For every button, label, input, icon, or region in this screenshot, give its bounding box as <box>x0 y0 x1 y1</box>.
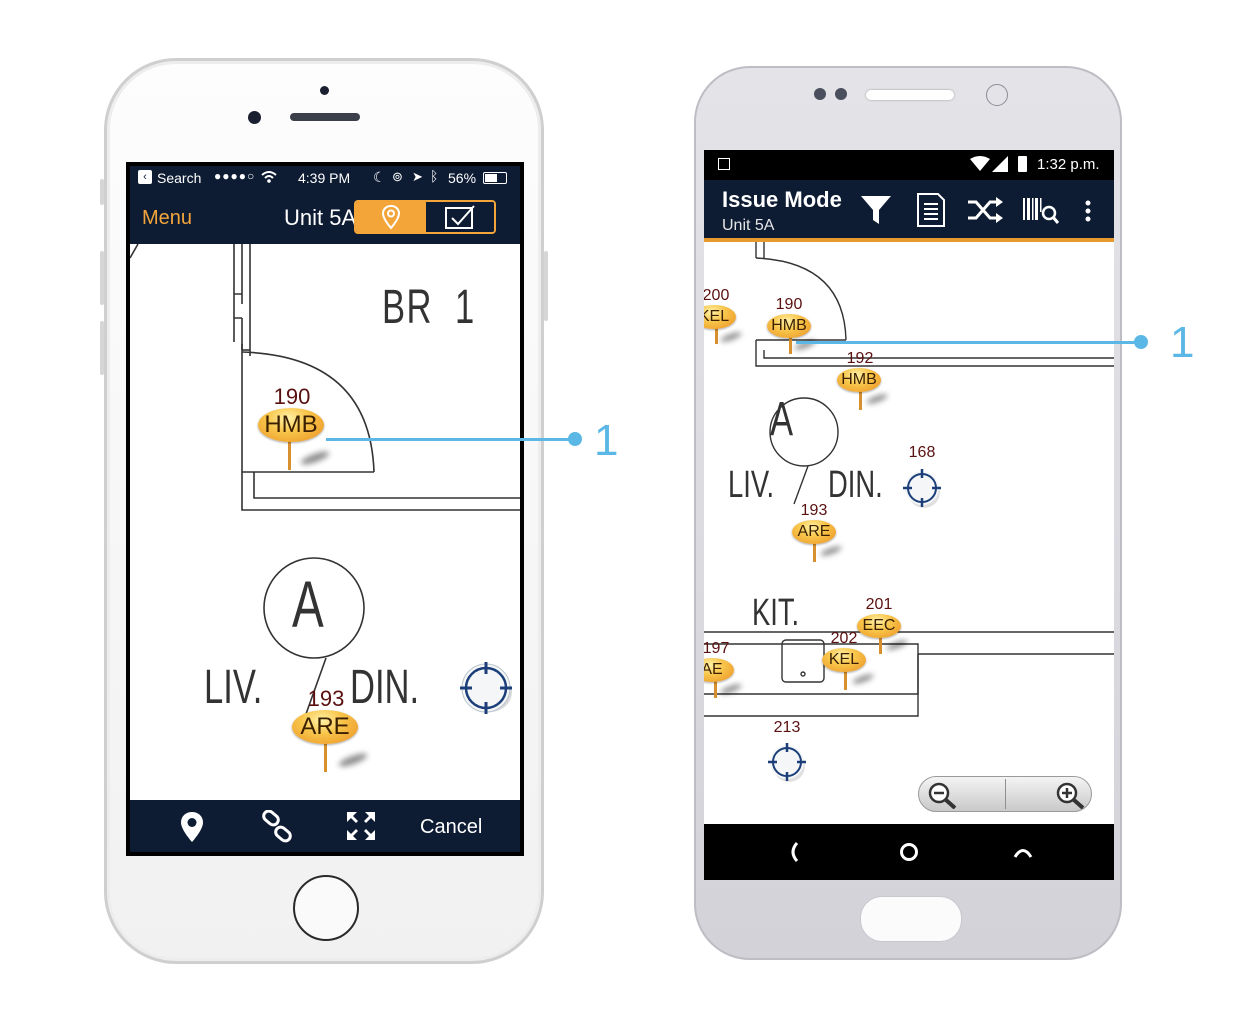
moon-icon: ☾ <box>373 169 386 185</box>
callout-line <box>796 341 1142 344</box>
status-time: 1:32 p.m. <box>1037 156 1100 173</box>
ios-bottom-toolbar: Cancel <box>130 800 520 852</box>
pin-number: 193 <box>307 686 345 711</box>
android-home-button[interactable] <box>860 896 962 942</box>
app-subtitle: Unit 5A <box>722 217 775 234</box>
back-chevron-icon[interactable]: ‹ <box>138 170 152 184</box>
android-speaker <box>866 90 954 100</box>
mode-segmented-control <box>354 200 496 234</box>
status-back-label[interactable]: Search <box>157 170 202 186</box>
android-sensor-left <box>814 88 826 100</box>
pin-code: HMB <box>837 368 881 392</box>
menu-button[interactable]: Menu <box>142 207 193 229</box>
pin-number: 190 <box>273 384 311 409</box>
pin-code: KEL <box>704 305 736 329</box>
cancel-button[interactable]: Cancel <box>420 816 483 838</box>
filter-icon[interactable] <box>860 194 892 226</box>
recent-apps-icon[interactable] <box>1012 844 1034 860</box>
pin-code: ARE <box>792 520 836 544</box>
pin-number: 192 <box>846 350 874 367</box>
zoom-in-icon[interactable] <box>1053 781 1089 809</box>
iphone-front-camera <box>248 111 261 124</box>
android-floor-plan-map[interactable]: A LIV. DIN. KIT. 200 KEL 190 HMB 192 HMB… <box>704 242 1114 824</box>
android-floor-plan-drawing <box>704 242 1114 717</box>
crosshair-target-icon[interactable] <box>765 740 809 784</box>
home-icon[interactable] <box>898 841 920 863</box>
iphone-speaker <box>290 113 360 121</box>
pin-code: HMB <box>767 314 811 338</box>
android-front-camera <box>986 84 1008 106</box>
android-status-bar: 1:32 p.m. <box>704 150 1114 180</box>
overflow-menu-icon[interactable] <box>1084 200 1092 222</box>
android-nav-bar <box>704 824 1114 880</box>
drop-pin-icon[interactable] <box>180 811 204 843</box>
pin-code: KEL <box>822 648 866 672</box>
image-notification-icon <box>718 158 730 170</box>
battery-icon <box>483 172 507 184</box>
pin-number: 201 <box>865 596 893 613</box>
room-label-kit: KIT. <box>752 592 800 634</box>
battery-icon <box>1018 156 1027 172</box>
pin-code: EEC <box>857 614 901 638</box>
zoom-out-icon[interactable] <box>925 781 961 809</box>
rotation-lock-icon: ⊚ <box>392 169 403 184</box>
cell-signal-icon <box>992 156 1008 172</box>
room-label-din: DIN. <box>350 661 420 714</box>
pin-code: ARE <box>292 710 358 744</box>
pin-number: 200 <box>704 287 730 304</box>
ios-status-bar: ‹ Search ●●●●○ 4:39 PM ☾ ⊚ ➤ ᛒ 56% <box>130 166 520 192</box>
callout-line <box>326 438 574 441</box>
power-button <box>544 251 548 321</box>
android-sensor-right <box>835 88 847 100</box>
ios-floor-plan-map[interactable]: BR 1 A LIV. DIN. 190 HMB 193 ARE <box>130 244 520 800</box>
volume-up-button <box>100 251 104 305</box>
target-number: 168 <box>908 444 936 461</box>
volume-down-button <box>100 321 104 375</box>
crosshair-target-icon[interactable] <box>900 466 944 510</box>
segment-checklist-mode[interactable] <box>426 202 494 232</box>
room-label-liv: LIV. <box>204 661 263 714</box>
mute-switch <box>100 179 104 205</box>
pin-number: 193 <box>800 502 828 519</box>
expand-arrows-icon[interactable] <box>345 810 377 842</box>
shuffle-icon[interactable] <box>966 196 1004 224</box>
segment-pin-mode[interactable] <box>356 202 426 232</box>
wifi-icon <box>970 156 990 171</box>
pin-code: HMB <box>258 408 324 442</box>
crosshair-target-icon[interactable] <box>456 656 516 716</box>
callout-dot <box>568 432 582 446</box>
callout-number: 1 <box>1170 318 1195 367</box>
pin-number: 197 <box>704 640 730 657</box>
status-time: 4:39 PM <box>298 170 351 186</box>
pin-number: 202 <box>830 630 858 647</box>
nav-title: Unit 5A <box>284 205 357 230</box>
room-symbol: A <box>770 393 794 446</box>
room-label-liv: LIV. <box>728 464 775 506</box>
callout-number: 1 <box>594 416 619 465</box>
callout-dot <box>1134 335 1148 349</box>
document-list-icon[interactable] <box>916 192 946 228</box>
location-pin-icon <box>381 204 401 230</box>
room-label-br1: BR 1 <box>382 281 476 334</box>
ios-nav-bar: Menu Unit 5A <box>130 192 520 244</box>
link-icon[interactable] <box>260 810 294 844</box>
wifi-icon <box>261 171 277 183</box>
back-icon[interactable] <box>786 840 800 864</box>
battery-percent: 56% <box>448 170 477 186</box>
room-label-din: DIN. <box>828 464 883 506</box>
iphone-home-button[interactable] <box>293 875 359 941</box>
room-symbol: A <box>292 567 324 641</box>
cell-signal-icon: ●●●●○ <box>214 169 256 183</box>
pin-number: 190 <box>775 296 803 313</box>
ios-floor-plan-drawing <box>130 244 520 715</box>
checkbox-icon <box>445 205 475 229</box>
iphone-sensor <box>320 86 329 95</box>
location-arrow-icon: ➤ <box>412 169 423 184</box>
barcode-scan-icon[interactable] <box>1022 196 1060 226</box>
target-number: 213 <box>773 719 801 736</box>
android-app-bar: Issue Mode Unit 5A <box>704 180 1114 242</box>
app-title: Issue Mode <box>722 187 842 212</box>
zoom-control <box>918 776 1092 812</box>
bluetooth-icon: ᛒ <box>430 168 439 184</box>
